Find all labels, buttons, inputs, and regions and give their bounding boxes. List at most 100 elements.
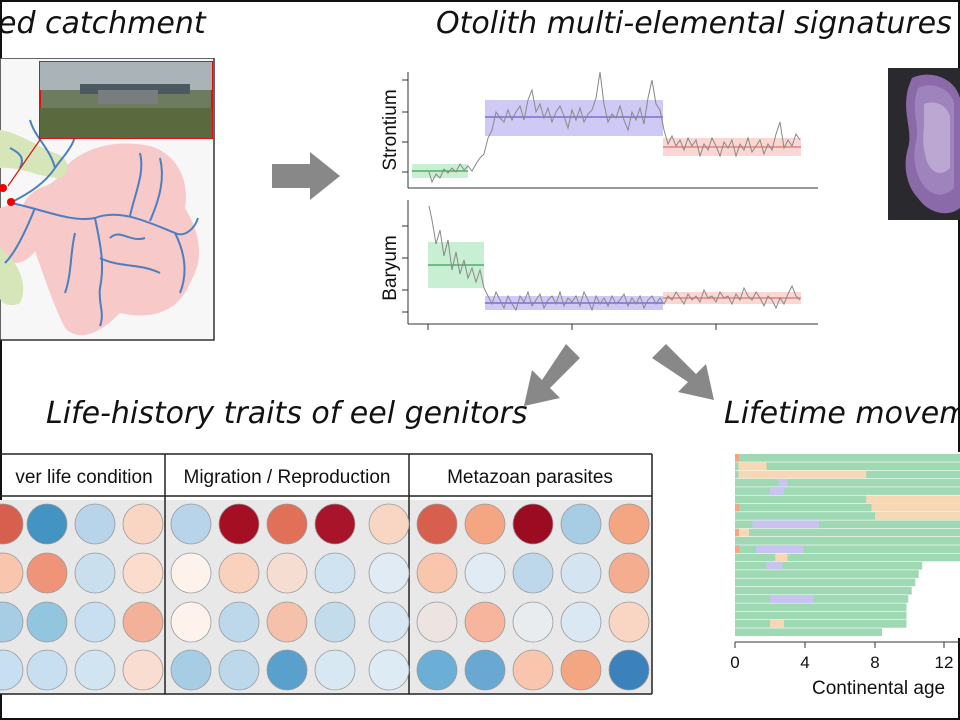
strontium-panel: Strontium [380, 71, 818, 189]
mv-row-0 [735, 454, 960, 462]
mv-row-4 [735, 487, 960, 495]
trait-cell-r2-c9 [416, 601, 458, 643]
trait-cell-r1-c3 [122, 552, 164, 594]
mv-row-15 [735, 578, 916, 587]
trait-cell-r1-c10 [464, 552, 506, 594]
trait-cell-r3-c4 [170, 649, 212, 691]
catchment-map [0, 58, 215, 341]
trait-cell-r3-c12 [560, 649, 602, 691]
trait-cell-r2-c6 [266, 601, 308, 643]
trait-cell-r0-c1 [26, 503, 68, 545]
mv-row-13 [735, 561, 923, 570]
trait-cell-r3-c10 [464, 649, 506, 691]
trait-cell-r3-c3 [122, 649, 164, 691]
trait-cell-r1-c13 [608, 552, 650, 594]
mv-row-3 [735, 478, 960, 487]
mv-segment-13 [770, 620, 784, 628]
mv-segment-6 [875, 512, 960, 520]
mv-tick-0: 0 [730, 653, 739, 672]
mv-xlabel: Continental age [812, 678, 945, 699]
trait-cell-r3-c6 [266, 649, 308, 691]
movement-title: Lifetime movem [724, 396, 960, 431]
trait-cell-r2-c11 [512, 601, 554, 643]
trait-cell-r2-c0 [0, 601, 24, 643]
movement-bars [735, 454, 960, 636]
mv-row-21 [735, 628, 882, 636]
baryum-label: Baryum [380, 235, 401, 300]
mv-row-6 [735, 503, 960, 512]
mv-segment-12 [770, 595, 814, 603]
trait-cell-r0-c2 [74, 503, 116, 545]
mv-segment-5 [871, 503, 960, 512]
traits-table: ver life condition Migration / Reproduct… [0, 453, 653, 695]
trait-cell-r2-c12 [560, 601, 602, 643]
mv-segment-1 [738, 470, 867, 479]
otolith-chart: Strontium Baryum [380, 71, 818, 330]
trait-cell-r1-c9 [416, 552, 458, 594]
mv-row-17 [735, 595, 909, 603]
header-metazoan-parasites: Metazoan parasites [447, 467, 613, 488]
trait-cells [0, 503, 650, 691]
mv-row-16 [735, 586, 912, 595]
traits-title: Life-history traits of eel genitors [46, 396, 528, 431]
arrow-to-traits [524, 344, 580, 406]
trait-cell-r1-c4 [170, 552, 212, 594]
trait-cell-r2-c8 [368, 601, 410, 643]
trait-cell-r0-c9 [416, 503, 458, 545]
green-basin-top [0, 130, 68, 178]
mv-row-9 [735, 528, 960, 537]
callout-line [7, 133, 45, 187]
header-liver-condition: ver life condition [15, 467, 152, 488]
trait-cell-r0-c0 [0, 503, 24, 545]
mv-row-5 [735, 495, 960, 504]
trait-cell-r0-c12 [560, 503, 602, 545]
mv-row-7 [735, 512, 960, 520]
trait-cell-r0-c10 [464, 503, 506, 545]
mv-row-20 [735, 620, 907, 628]
trait-cell-r1-c6 [266, 552, 308, 594]
mv-tick-4: 4 [800, 653, 809, 672]
mv-row-1 [735, 462, 960, 470]
dam-photo-wall [98, 90, 158, 104]
trait-cell-r1-c0 [0, 552, 24, 594]
mv-row-18 [735, 603, 907, 612]
mv-row-10 [735, 537, 960, 545]
trait-cell-r3-c0 [0, 649, 24, 691]
trait-cell-r1-c2 [74, 552, 116, 594]
sr-purple-band [485, 100, 663, 136]
trait-cell-r3-c7 [314, 649, 356, 691]
trait-cell-r3-c9 [416, 649, 458, 691]
mv-start-mark-2 [735, 528, 739, 537]
trait-cell-r2-c1 [26, 601, 68, 643]
mv-tick-8: 8 [870, 653, 879, 672]
mv-segment-8 [738, 528, 749, 537]
trait-cell-r2-c3 [122, 601, 164, 643]
sampling-site-2 [7, 198, 15, 206]
mv-row-14 [735, 570, 919, 578]
trait-cell-r2-c5 [218, 601, 260, 643]
mv-row-19 [735, 611, 907, 620]
trait-cell-r2-c7 [314, 601, 356, 643]
trait-cell-r2-c13 [608, 601, 650, 643]
mv-segment-0 [738, 462, 767, 470]
trait-cell-r2-c4 [170, 601, 212, 643]
mv-row-8 [735, 520, 960, 529]
trait-cell-r1-c5 [218, 552, 260, 594]
trait-cell-r0-c11 [512, 503, 554, 545]
otolith-photo [888, 68, 960, 220]
trait-cell-r0-c4 [170, 503, 212, 545]
trait-cell-r0-c3 [122, 503, 164, 545]
mv-segment-3 [770, 487, 784, 495]
baryum-panel: Baryum [380, 200, 818, 330]
movement-chart: 0 4 8 12 Continental age [730, 452, 960, 699]
mv-segment-11 [766, 561, 783, 570]
trait-cell-r2-c2 [74, 601, 116, 643]
dam-photo-lake [80, 84, 190, 94]
trait-cell-r3-c2 [74, 649, 116, 691]
strontium-label: Strontium [380, 89, 401, 170]
arrow-to-otolith [272, 152, 340, 200]
trait-cell-r0-c7 [314, 503, 356, 545]
mv-segment-4 [866, 495, 960, 504]
trait-cell-r3-c1 [26, 649, 68, 691]
